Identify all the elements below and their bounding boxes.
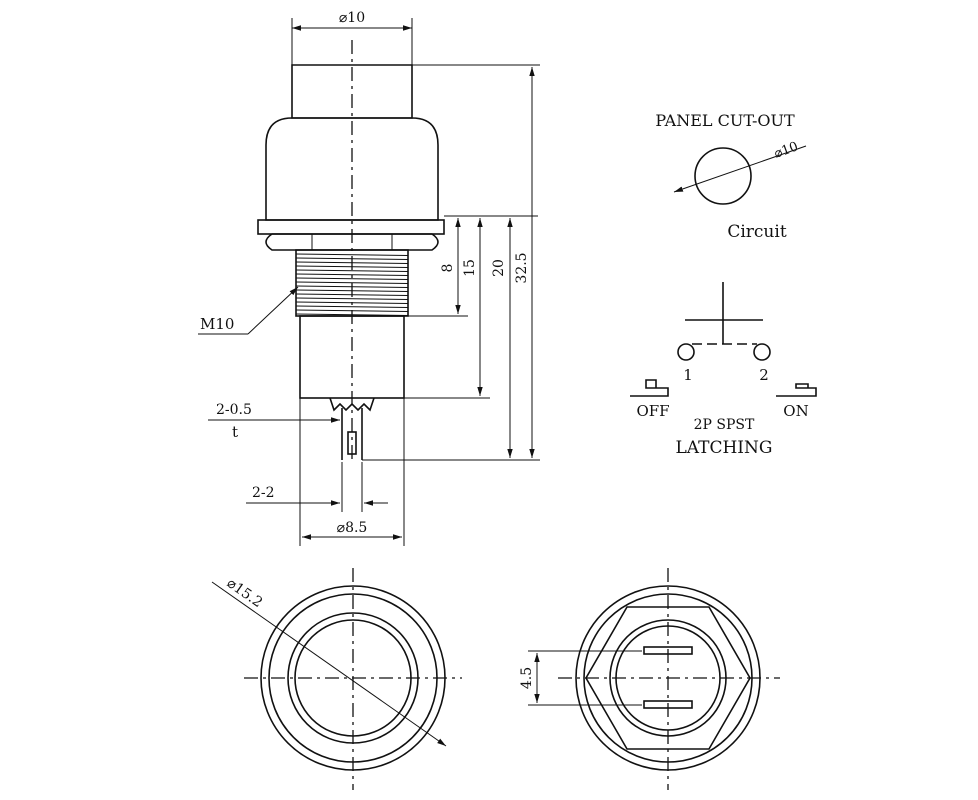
body-diameter-label: ⌀8.5 bbox=[337, 520, 368, 536]
off-state-symbol bbox=[630, 379, 669, 397]
panel-cutout: PANEL CUT-OUT ⌀10 bbox=[655, 111, 807, 205]
bezel-diameter-label: ⌀15.2 bbox=[224, 575, 266, 611]
thread-line bbox=[295, 305, 409, 308]
circuit-title: Circuit bbox=[727, 222, 786, 242]
thread-line bbox=[295, 269, 409, 272]
cutout-circle bbox=[694, 147, 752, 205]
panel-cutout-title: PANEL CUT-OUT bbox=[655, 111, 795, 130]
circuit-diagram: Circuit 1 2 OFF ON 2P SPST LATCHING bbox=[630, 222, 817, 458]
terminal-thickness-label: 2-0.5 bbox=[216, 402, 252, 418]
on-state-symbol bbox=[776, 383, 817, 397]
off-label: OFF bbox=[636, 402, 669, 420]
side-view: ⌀10 8 15 20 32.5 M10 2-0.5 t 2-2 ⌀8.5 bbox=[198, 10, 540, 546]
terminal-thickness-symbol: t bbox=[232, 423, 238, 441]
cutout-diameter-label: ⌀10 bbox=[772, 139, 800, 161]
thread-line bbox=[295, 253, 409, 256]
dim-8-label: 8 bbox=[440, 264, 456, 273]
thread-line bbox=[295, 281, 409, 284]
bezel-dome bbox=[265, 117, 439, 221]
circuit-contact-1 bbox=[677, 343, 695, 361]
dim-20-label: 20 bbox=[491, 259, 507, 277]
circuit-contact-2 bbox=[753, 343, 771, 361]
thread-line bbox=[295, 273, 409, 276]
rear-view: 4.5 bbox=[519, 568, 780, 790]
on-label: ON bbox=[783, 402, 808, 420]
top-diameter-label: ⌀10 bbox=[339, 10, 365, 26]
washer bbox=[257, 219, 445, 235]
pin-gap-label: 4.5 bbox=[519, 667, 535, 689]
thread-line bbox=[295, 277, 409, 280]
circuit-type-label: 2P SPST bbox=[694, 417, 755, 433]
dim-32-5-label: 32.5 bbox=[514, 252, 530, 283]
terminal-width-label: 2-2 bbox=[252, 485, 275, 501]
thread-label: M10 bbox=[200, 315, 234, 333]
dim-15-label: 15 bbox=[462, 259, 478, 277]
front-view: ⌀15.2 bbox=[211, 568, 462, 790]
rear-terminal-top bbox=[643, 646, 693, 655]
rear-terminal-bottom bbox=[643, 700, 693, 709]
thread-line bbox=[295, 297, 409, 300]
circuit-pin-2: 2 bbox=[759, 366, 769, 384]
circuit-mode-label: LATCHING bbox=[676, 438, 773, 458]
circuit-pin-1: 1 bbox=[683, 366, 693, 384]
hex-nut bbox=[265, 233, 439, 251]
